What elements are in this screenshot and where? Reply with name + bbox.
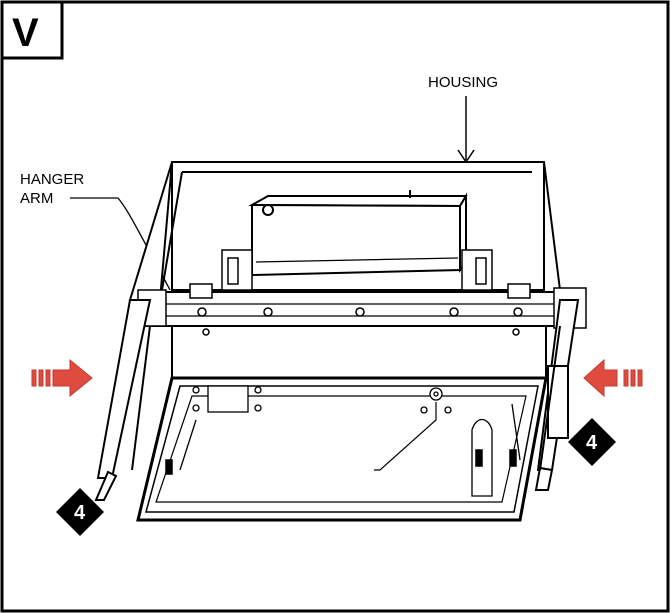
trim-clips [165,449,517,475]
housing-label: HOUSING [428,74,498,91]
step-marker-left-number: 4 [74,502,86,524]
left-push-arrow [31,358,93,398]
left-hanger-arm [94,299,152,501]
hanger-arm-label-line1: HANGER [20,171,84,188]
rail-screws [197,307,523,336]
panel-letter: V [12,11,39,55]
right-push-arrow [583,358,643,398]
step-marker-right: 4 [568,418,616,466]
housing-leader [457,96,475,164]
interior-leader [374,402,437,471]
step-marker-left: 4 [56,488,104,536]
junction-box [248,190,468,277]
hanger-arm-label-line2: ARM [20,190,53,207]
step-marker-right-number: 4 [586,432,598,454]
right-hanger-arm [534,299,580,491]
interior-details [179,385,521,497]
arrow-right-icon [31,358,93,398]
box-brackets [221,249,493,291]
housing-sides [131,325,561,471]
arrow-left-icon [583,358,643,398]
